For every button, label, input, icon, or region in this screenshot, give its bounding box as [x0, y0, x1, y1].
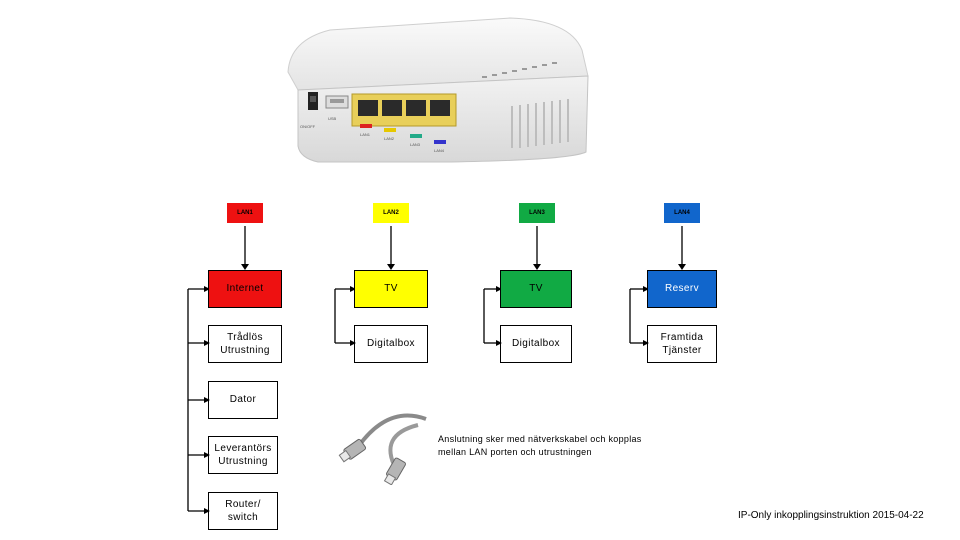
device-digitalbox-lan2: Digitalbox — [354, 325, 428, 363]
device-dator: Dator — [208, 381, 278, 419]
network-cable-icon — [338, 413, 427, 485]
connection-note: Anslutning sker med nätverkskabel och ko… — [438, 434, 642, 457]
device-tv-lan3: TV — [500, 270, 572, 308]
device-router-switch: Router/ switch — [208, 492, 278, 530]
panel-lan3-label: LAN3 — [410, 142, 421, 147]
device-framtida-tjanster: Framtida Tjänster — [647, 325, 717, 363]
port-lan3: LAN3 — [519, 203, 555, 223]
usb-label: USB — [328, 116, 337, 121]
port-lan4: LAN4 — [664, 203, 700, 223]
device-tradlos-utrustning: Trådlös Utrustning — [208, 325, 282, 363]
router-image: ON/OFF USB LAN1 LAN2 LAN3 LAN4 — [287, 17, 589, 163]
port-lan2: LAN2 — [373, 203, 409, 223]
footer-text: IP-Only inkopplingsinstruktion 2015-04-2… — [738, 510, 924, 521]
panel-lan2-label: LAN2 — [384, 136, 395, 141]
switch-label: ON/OFF — [300, 124, 316, 129]
device-digitalbox-lan3: Digitalbox — [500, 325, 572, 363]
device-reserv: Reserv — [647, 270, 717, 308]
device-tv-lan2: TV — [354, 270, 428, 308]
port-lan1: LAN1 — [227, 203, 263, 223]
panel-lan4-label: LAN4 — [434, 148, 445, 153]
device-leverantors-utrustning: Leverantörs Utrustning — [208, 436, 278, 474]
device-internet: Internet — [208, 270, 282, 308]
panel-lan1-label: LAN1 — [360, 132, 371, 137]
